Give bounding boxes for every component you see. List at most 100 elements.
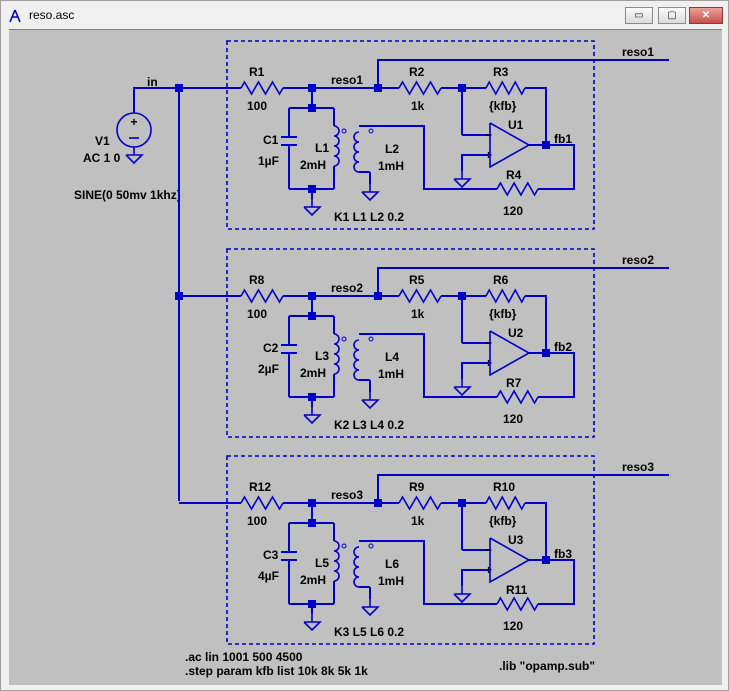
inductor-dot: [368, 336, 374, 342]
stage-box-1[interactable]: [226, 40, 595, 230]
spice-directive-lib: .lib "opamp.sub": [499, 659, 595, 673]
tank-ground[interactable]: [303, 414, 322, 425]
opamp-U2[interactable]: [489, 330, 531, 377]
inductor-L6[interactable]: [353, 546, 360, 588]
resistor-name-R6: R6: [493, 273, 509, 287]
resistor-value-R3: {kfb}: [489, 99, 517, 113]
schematic-file-icon: [9, 9, 21, 23]
title-bar[interactable]: reso.asc ▭ ▢ ✕: [1, 1, 728, 29]
spice-directive-step: .step param kfb list 10k 8k 5k 1k: [185, 664, 368, 678]
inductor-L2[interactable]: [353, 131, 360, 173]
inductor-name-L5: L5: [315, 556, 329, 570]
resistor-R5[interactable]: [398, 288, 442, 304]
secondary-ground[interactable]: [361, 191, 380, 202]
wire-fb-loop[interactable]: [538, 352, 575, 398]
inductor-name-L2: L2: [385, 142, 399, 156]
inductor-value-L6: 1mH: [378, 574, 404, 588]
stage-box-3[interactable]: [226, 455, 595, 645]
resistor-name-R2: R2: [409, 65, 425, 79]
resistor-R12[interactable]: [240, 495, 284, 511]
resistor-R11[interactable]: [496, 596, 539, 612]
resistor-value-R8: 100: [247, 307, 267, 321]
wire-opamp-plus[interactable]: [461, 569, 490, 586]
secondary-ground[interactable]: [361, 399, 380, 410]
wire-fb-loop[interactable]: [538, 559, 575, 605]
net-label-output-reso3: reso3: [622, 460, 654, 474]
resistor-R4[interactable]: [496, 181, 539, 197]
inductor-name-L6: L6: [385, 557, 399, 571]
wire-load[interactable]: [373, 333, 497, 398]
opamp-name-U2: U2: [508, 326, 524, 340]
capacitor-name-C3: C3: [263, 548, 279, 562]
net-label-fb1: fb1: [554, 132, 572, 146]
source-plus-sign: +: [130, 115, 137, 129]
opamp-U3[interactable]: [489, 537, 531, 584]
resistor-R7[interactable]: [496, 389, 539, 405]
source-name-label: V1: [95, 134, 110, 148]
inductor-dot: [368, 128, 374, 134]
capacitor-value-C3: 4µF: [258, 569, 279, 583]
close-button[interactable]: ✕: [689, 7, 723, 24]
inductor-name-L3: L3: [315, 349, 329, 363]
wire-opamp-plus[interactable]: [461, 362, 490, 379]
wire-fb[interactable]: [525, 502, 547, 560]
inductor-L1[interactable]: [333, 125, 340, 167]
wire-output-reso1[interactable]: [377, 59, 669, 88]
source-ground[interactable]: [125, 154, 144, 165]
net-label-reso1: reso1: [331, 73, 363, 87]
tank-ground[interactable]: [303, 206, 322, 217]
inductor-value-L5: 2mH: [300, 573, 326, 587]
inductor-L4[interactable]: [353, 339, 360, 381]
opamp-ground[interactable]: [453, 593, 472, 604]
resistor-name-R8: R8: [249, 273, 265, 287]
resistor-R6[interactable]: [485, 288, 526, 304]
inductor-value-L1: 2mH: [300, 158, 326, 172]
wire-fb[interactable]: [525, 295, 547, 353]
wire-opamp-plus[interactable]: [461, 154, 490, 171]
resistor-R10[interactable]: [485, 495, 526, 511]
wire-load[interactable]: [373, 540, 497, 605]
tank-ground[interactable]: [303, 621, 322, 632]
resistor-value-R5: 1k: [411, 307, 425, 321]
opamp-ground[interactable]: [453, 386, 472, 397]
resistor-R1[interactable]: [240, 80, 284, 96]
source-sine-label: SINE(0 50mv 1khz): [74, 188, 181, 202]
resistor-R9[interactable]: [398, 495, 442, 511]
coupling-directive-3: K3 L5 L6 0.2: [334, 625, 404, 639]
close-icon: ✕: [701, 10, 711, 21]
net-label-fb3: fb3: [554, 547, 572, 561]
inductor-L3[interactable]: [333, 333, 340, 375]
stage-box-2[interactable]: [226, 248, 595, 438]
opamp-minus: −: [485, 128, 492, 142]
wire-fb-loop[interactable]: [538, 144, 575, 190]
source-value-label: AC 1 0: [83, 151, 121, 165]
wire-output-reso3[interactable]: [377, 474, 669, 503]
secondary-ground[interactable]: [361, 606, 380, 617]
inductor-value-L2: 1mH: [378, 159, 404, 173]
resistor-R2[interactable]: [398, 80, 442, 96]
resistor-name-R7: R7: [506, 376, 522, 390]
net-label-output-reso2: reso2: [622, 253, 654, 267]
net-label-output-reso1: reso1: [622, 45, 654, 59]
resistor-value-R4: 120: [503, 204, 523, 218]
wire-output-reso2[interactable]: [377, 267, 669, 296]
coupling-directive-1: K1 L1 L2 0.2: [334, 210, 404, 224]
opamp-ground[interactable]: [453, 178, 472, 189]
resistor-R3[interactable]: [485, 80, 526, 96]
inductor-L5[interactable]: [333, 540, 340, 582]
wire-load[interactable]: [373, 125, 497, 190]
resistor-name-R1: R1: [249, 65, 265, 79]
minimize-button[interactable]: ▭: [625, 7, 653, 24]
opamp-name-U3: U3: [508, 533, 524, 547]
inductor-name-L4: L4: [385, 350, 399, 364]
capacitor-name-C1: C1: [263, 133, 279, 147]
resistor-R8[interactable]: [240, 288, 284, 304]
wire-in[interactable]: [133, 87, 179, 113]
opamp-U1[interactable]: [489, 122, 531, 169]
wire-fb[interactable]: [525, 87, 547, 145]
maximize-icon: ▢: [667, 10, 677, 21]
maximize-button[interactable]: ▢: [658, 7, 686, 24]
